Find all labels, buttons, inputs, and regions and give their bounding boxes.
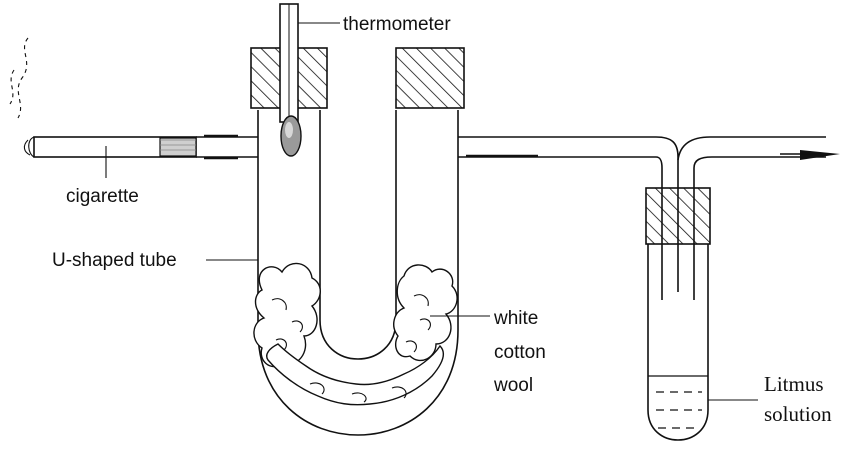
flow-arrow <box>800 150 840 160</box>
test-tube <box>645 187 711 441</box>
cigarette <box>23 136 197 158</box>
label-cotton-line3: wool <box>493 375 533 396</box>
thermometer <box>279 3 302 157</box>
smoke-wisp <box>17 37 29 119</box>
outlet-tube <box>458 136 840 300</box>
label-u-tube: U-shaped tube <box>52 250 177 271</box>
label-cigarette: cigarette <box>66 186 139 207</box>
label-litmus-line2: solution <box>764 402 832 426</box>
cotton-wool <box>253 262 458 406</box>
right-stopper <box>395 47 465 109</box>
litmus-liquid <box>656 391 702 429</box>
label-cotton-line1: white <box>493 308 538 329</box>
label-thermometer: thermometer <box>343 14 451 35</box>
label-cotton-line2: cotton <box>494 342 546 363</box>
inlet-tube <box>196 134 258 160</box>
test-tube-stopper <box>645 187 711 245</box>
label-litmus-line1: Litmus <box>764 372 824 396</box>
smoke-wisp-2 <box>9 69 15 105</box>
